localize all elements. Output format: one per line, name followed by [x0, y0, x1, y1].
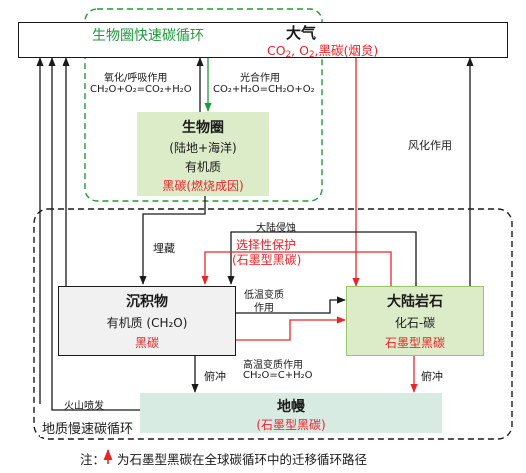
photosynthesis-label: 光合作用: [240, 73, 280, 84]
biosphere-organic: 有机质: [184, 160, 221, 174]
continental-rock-fossil-carbon: 化石-碳: [394, 316, 436, 330]
continental-rock-box: 大陆岩石 化石-碳 石墨型黑碳: [346, 286, 484, 356]
biosphere-title: 生物圈: [182, 120, 224, 136]
sediment-black-carbon: 黑碳: [134, 336, 159, 350]
sediment-organic: 有机质 (CH₂O): [106, 316, 188, 330]
arrow-burial: [139, 196, 206, 285]
arrow-selective-protection: [201, 251, 392, 286]
continental-erosion-label: 大陆侵蚀: [256, 223, 296, 234]
continental-rock-title: 大陆岩石: [387, 294, 443, 310]
atmosphere-title: 大气: [286, 24, 317, 42]
arrow-volcanic: [48, 57, 140, 411]
biosphere-subtitle: (陆地+海洋): [169, 141, 237, 155]
slow-cycle-label: 地质慢速碳循环: [40, 418, 136, 437]
arrow-low-temp-red: [236, 316, 346, 341]
continental-rock-black-carbon: 石墨型黑碳: [384, 336, 445, 350]
arrow-low-temp-black: [236, 296, 346, 314]
volcanic-label: 火山喷发: [64, 401, 104, 412]
arrow-continental-erosion: [227, 231, 417, 286]
oxidation-equation: CH₂O+O₂=CO₂+H₂O: [90, 84, 192, 95]
mantle-black-carbon: (石墨型黑碳): [256, 418, 326, 432]
subduction-left-label: 俯冲: [204, 370, 226, 383]
slow-cycle-region: [33, 208, 513, 440]
fast-cycle-label: 生物圈快速碳循环: [92, 28, 204, 44]
photosynthesis-equation: CO₂+H₂O=CH₂O+O₂: [213, 84, 315, 95]
atmosphere-species: CO2, O2,黑碳(烟炱): [267, 43, 379, 60]
high-temp-equation: CH₂O=C+H₂O: [243, 370, 313, 381]
biosphere-box: 生物圈 (陆地+海洋) 有机质 黑碳(燃烧成因): [137, 112, 269, 196]
footnote-prefix: 注：: [80, 452, 106, 467]
subduction-right-label: 俯冲: [421, 370, 443, 383]
high-temp-label: 高温变质作用: [243, 360, 303, 371]
burial-label: 埋藏: [153, 242, 175, 255]
selective-protection-label: 选择性保护: [236, 238, 297, 252]
selective-protection-sub: (石墨型黑碳): [232, 253, 302, 267]
oxidation-label: 氧化/呼吸作用: [104, 73, 168, 84]
mantle-title: 地幔: [277, 399, 305, 415]
fast-cycle-region: [84, 8, 323, 202]
footnote-text: 为石墨型黑碳在全球碳循环中的迁移循环路径: [117, 452, 368, 467]
atmosphere-box: [18, 22, 508, 58]
sediment-title: 沉积物: [126, 294, 168, 310]
weathering-label: 风化作用: [408, 139, 452, 152]
mantle-box: 地幔 (石墨型黑碳): [140, 393, 442, 433]
sediment-box: 沉积物 有机质 (CH₂O) 黑碳: [58, 286, 236, 356]
footnote: 注： 为石墨型黑碳在全球碳循环中的迁移循环路径: [80, 449, 367, 468]
low-temp-label: 低温变质作用: [244, 290, 284, 314]
biosphere-black-carbon: 黑碳(燃烧成因): [162, 179, 244, 193]
